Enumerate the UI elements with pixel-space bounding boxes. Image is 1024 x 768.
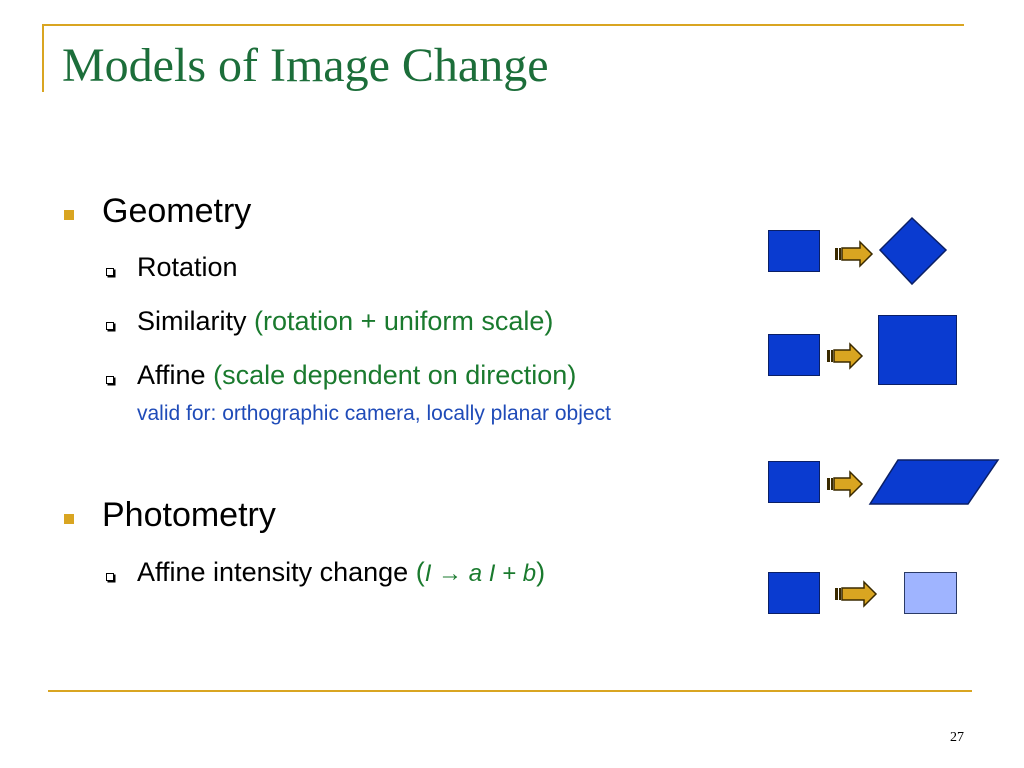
affine-intensity-label: Affine intensity change — [137, 557, 409, 587]
similarity-note: (rotation + uniform scale) — [254, 306, 554, 336]
page-number: 27 — [950, 730, 964, 745]
title-frame-top-line — [42, 24, 964, 26]
source-square — [768, 572, 820, 614]
affine-validity-note: valid for: orthographic camera, locally … — [137, 402, 611, 425]
arrow-right-icon — [835, 580, 878, 608]
affine-note: (scale dependent on direction) — [213, 360, 577, 390]
sub-bullet-rotation: Rotation — [137, 252, 238, 282]
slide-title: Models of Image Change — [62, 39, 549, 92]
parallelogram-shape — [868, 459, 1000, 505]
affine-label: Affine — [137, 360, 206, 390]
scaled-square-shape — [878, 315, 957, 385]
bullet-photometry-marker — [64, 514, 74, 524]
sub-bullet-affine-intensity: Affine intensity change (I → a I + b) — [137, 557, 545, 588]
footer-divider — [48, 690, 972, 692]
rotated-square-shape — [878, 216, 948, 286]
formula-close-paren: ) — [536, 557, 546, 587]
sub-bullet-similarity: Similarity (rotation + uniform scale) — [137, 306, 553, 337]
sub-bullet-marker — [106, 573, 114, 581]
source-square — [768, 230, 820, 272]
brightened-square-shape — [904, 572, 957, 614]
sub-bullet-marker — [106, 268, 114, 276]
similarity-label: Similarity — [137, 306, 247, 336]
formula-open-paren: ( — [408, 557, 425, 587]
source-square — [768, 461, 820, 503]
sub-bullet-affine: Affine (scale dependent on direction) — [137, 360, 576, 391]
title-frame-left-line — [42, 24, 44, 92]
arrow-right-icon — [827, 470, 864, 498]
arrow-right-icon — [827, 342, 864, 370]
sub-bullet-marker — [106, 376, 114, 384]
bullet-geometry: Geometry — [102, 192, 252, 230]
sub-bullet-marker — [106, 322, 114, 330]
intensity-formula: I → a I + b — [424, 560, 537, 587]
bullet-geometry-marker — [64, 210, 74, 220]
arrow-right-icon — [835, 240, 874, 268]
source-square — [768, 334, 820, 376]
bullet-photometry: Photometry — [102, 496, 276, 534]
